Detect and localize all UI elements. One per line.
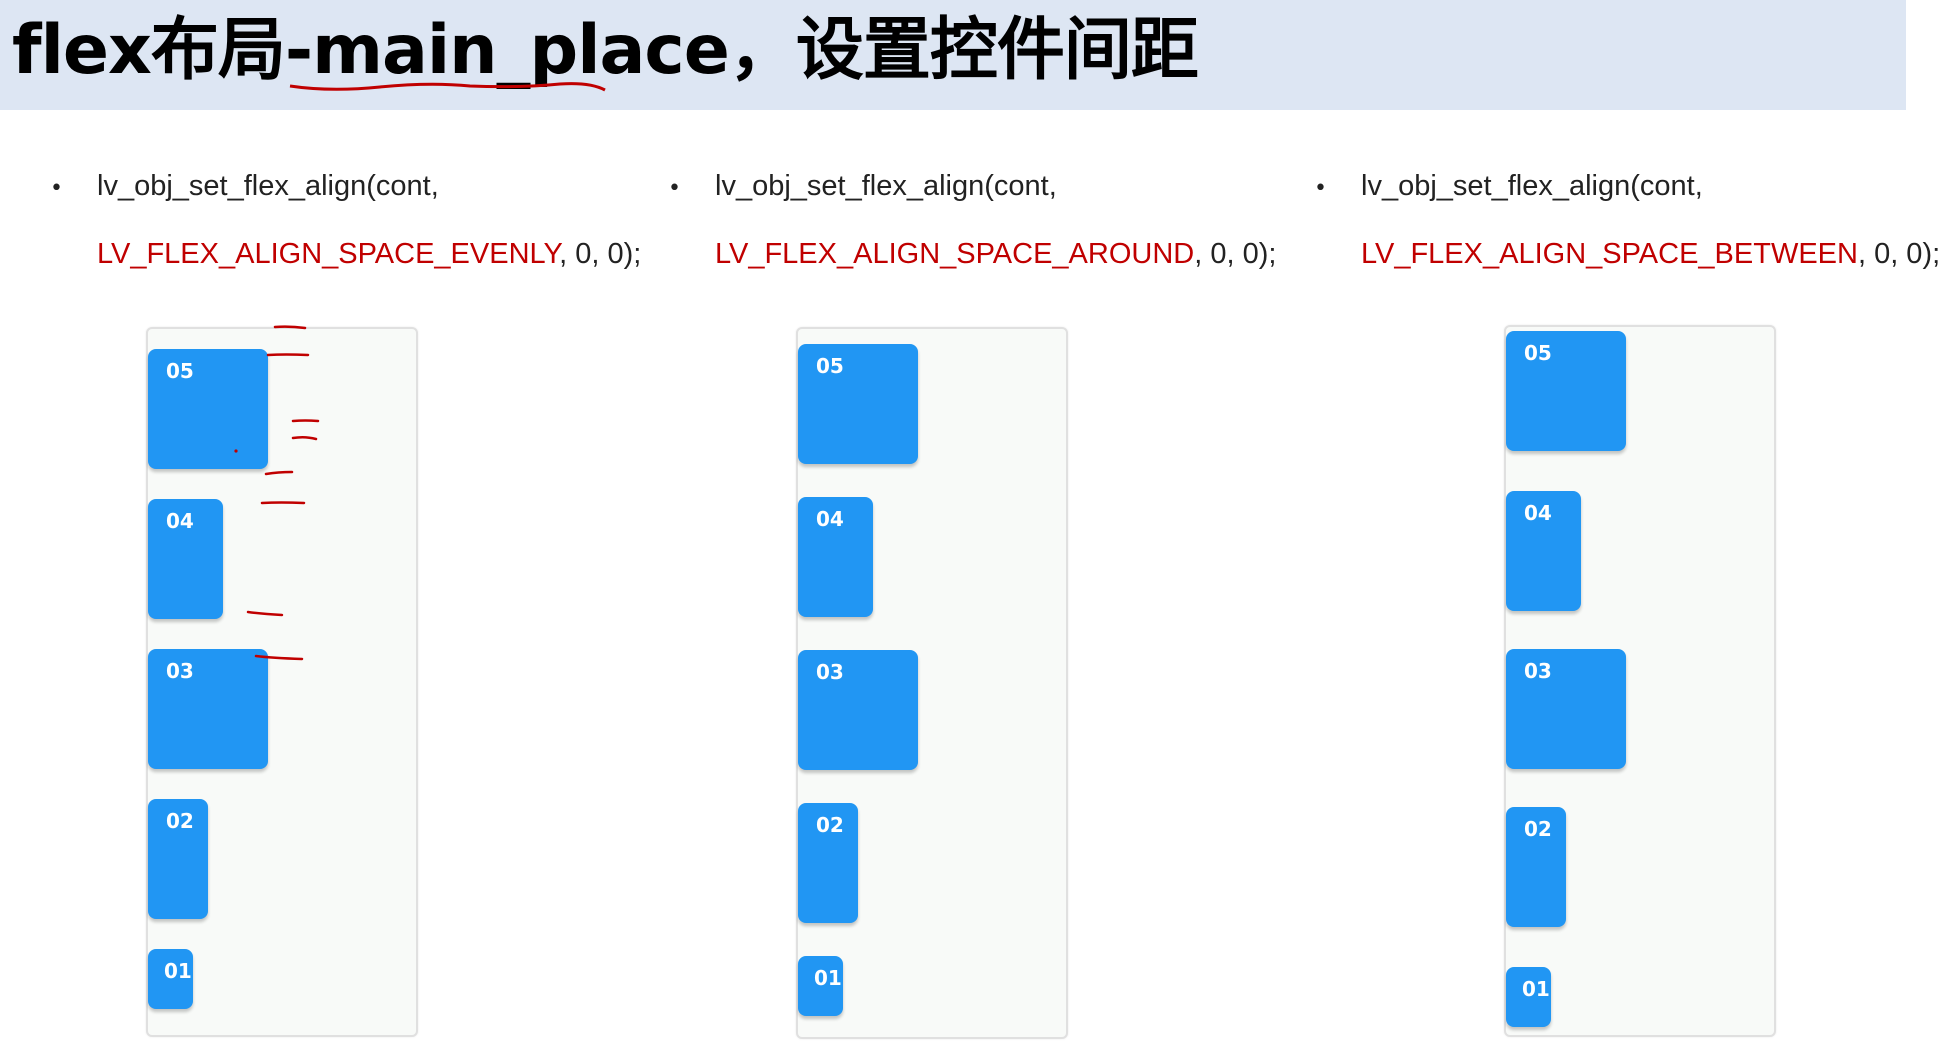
flex-item: 03: [798, 650, 918, 770]
flex-item: 05: [148, 349, 268, 469]
flex-container-around: 05 04 03 02 01: [796, 327, 1068, 1039]
flex-item: 01: [148, 949, 193, 1009]
code-line-1: lv_obj_set_flex_align(cont,: [715, 170, 1057, 202]
code-line-2: LV_FLEX_ALIGN_SPACE_AROUND, 0, 0);: [715, 238, 1276, 271]
item-label: 04: [166, 509, 194, 533]
item-label: 02: [1524, 817, 1552, 841]
title-bar: flex布局-main_place，设置控件间距: [0, 0, 1906, 110]
page-title: flex布局-main_place，设置控件间距: [12, 11, 1199, 90]
flex-item: 01: [1506, 967, 1551, 1027]
flex-item: 05: [798, 344, 918, 464]
flex-item: 02: [1506, 807, 1566, 927]
flex-item: 04: [148, 499, 223, 619]
flex-container-between: 05 04 03 02 01: [1504, 325, 1776, 1037]
item-label: 05: [166, 359, 194, 383]
item-label: 01: [1522, 977, 1550, 1001]
bullet-1: •: [50, 176, 63, 201]
align-constant: LV_FLEX_ALIGN_SPACE_EVENLY: [97, 238, 560, 270]
flex-container-evenly: 05 04 03 02 01: [146, 327, 418, 1037]
flex-item: 04: [1506, 491, 1581, 611]
flex-item: 03: [1506, 649, 1626, 769]
item-label: 05: [1524, 341, 1552, 365]
bullet-2: •: [668, 176, 681, 201]
item-label: 01: [814, 966, 842, 990]
code-line-1: lv_obj_set_flex_align(cont,: [97, 170, 439, 202]
item-label: 03: [1524, 659, 1552, 683]
align-constant: LV_FLEX_ALIGN_SPACE_BETWEEN: [1361, 238, 1858, 270]
flex-item: 03: [148, 649, 268, 769]
item-label: 04: [816, 507, 844, 531]
bullet-3: •: [1314, 176, 1327, 201]
item-label: 03: [816, 660, 844, 684]
flex-item: 05: [1506, 331, 1626, 451]
flex-item: 02: [148, 799, 208, 919]
align-constant: LV_FLEX_ALIGN_SPACE_AROUND: [715, 238, 1195, 270]
item-label: 02: [816, 813, 844, 837]
code-line-1: lv_obj_set_flex_align(cont,: [1361, 170, 1703, 202]
code-line-2: LV_FLEX_ALIGN_SPACE_BETWEEN, 0, 0);: [1361, 238, 1940, 271]
align-args: , 0, 0);: [1857, 238, 1940, 270]
align-args: , 0, 0);: [559, 238, 642, 270]
item-label: 04: [1524, 501, 1552, 525]
item-label: 01: [164, 959, 192, 983]
flex-item: 04: [798, 497, 873, 617]
align-args: , 0, 0);: [1194, 238, 1277, 270]
code-line-2: LV_FLEX_ALIGN_SPACE_EVENLY, 0, 0);: [97, 238, 641, 271]
flex-item: 02: [798, 803, 858, 923]
item-label: 03: [166, 659, 194, 683]
item-label: 02: [166, 809, 194, 833]
item-label: 05: [816, 354, 844, 378]
flex-item: 01: [798, 956, 843, 1016]
